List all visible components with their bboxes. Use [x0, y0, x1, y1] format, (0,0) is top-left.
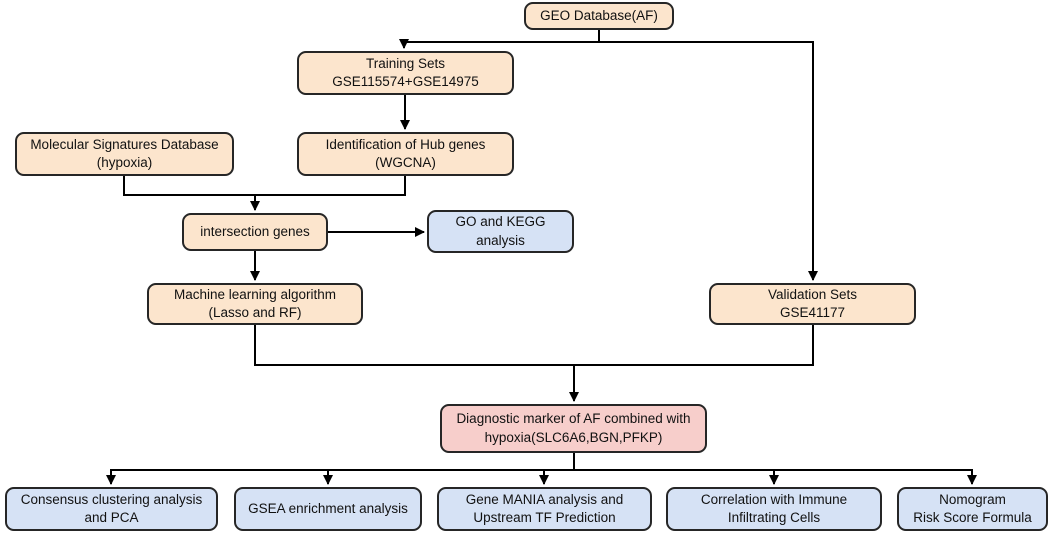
node-nomogram-risk-score: Nomogram Risk Score Formula — [897, 487, 1048, 531]
node-go-kegg-analysis: GO and KEGG analysis — [427, 210, 574, 253]
node-diagnostic-marker: Diagnostic marker of AF combined with hy… — [440, 404, 707, 453]
node-hub-genes-wgcna: Identification of Hub genes (WGCNA) — [297, 132, 514, 176]
node-geo-database: GEO Database(AF) — [524, 2, 674, 30]
node-intersection-genes: intersection genes — [182, 213, 328, 251]
node-machine-learning: Machine learning algorithm (Lasso and RF… — [147, 283, 363, 325]
node-gsea-enrichment: GSEA enrichment analysis — [234, 487, 422, 531]
node-immune-infiltration: Correlation with Immune Infiltrating Cel… — [666, 487, 882, 531]
node-consensus-clustering-pca: Consensus clustering analysis and PCA — [5, 487, 218, 531]
node-training-sets: Training Sets GSE115574+GSE14975 — [297, 51, 514, 95]
node-validation-sets: Validation Sets GSE41177 — [709, 283, 916, 325]
node-molecular-signatures-database: Molecular Signatures Database (hypoxia) — [15, 132, 234, 176]
node-genemania-tf-prediction: Gene MANIA analysis and Upstream TF Pred… — [437, 487, 652, 531]
